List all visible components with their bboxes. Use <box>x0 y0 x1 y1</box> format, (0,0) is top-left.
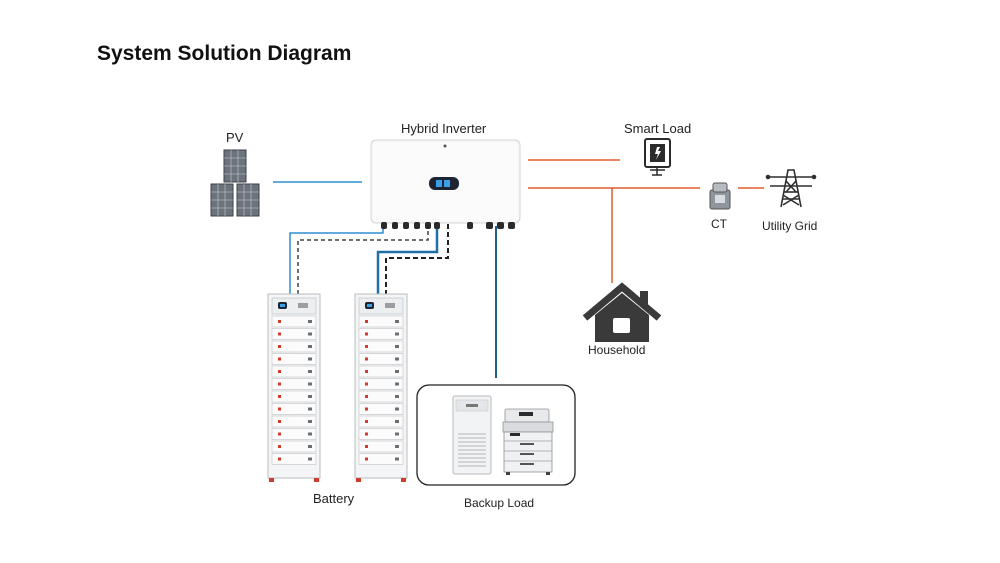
utility-grid-tower-icon <box>765 169 817 208</box>
page-title: System Solution Diagram <box>97 42 352 65</box>
pv-panels-icon <box>210 149 260 217</box>
battery-rack-2-icon <box>354 293 408 482</box>
household-icon <box>582 282 662 342</box>
copier-icon <box>502 408 554 475</box>
air-conditioner-icon <box>452 395 492 475</box>
battery-rack-1-icon <box>267 293 321 482</box>
connection-lines <box>273 159 764 378</box>
hybrid-inverter-icon <box>370 139 521 229</box>
battery-label: Battery <box>313 491 355 506</box>
smart-load-label: Smart Load <box>624 121 692 136</box>
ct-label: CT <box>711 217 727 231</box>
battery1-comm-line <box>297 224 429 294</box>
battery2-comm-line <box>385 224 449 294</box>
battery1-power-line <box>289 224 384 294</box>
smart-load-icon <box>644 138 671 176</box>
pv-label: PV <box>226 130 244 145</box>
backup-load-label: Backup Load <box>464 496 535 510</box>
inverter-label: Hybrid Inverter <box>401 121 487 136</box>
utility-grid-label: Utility Grid <box>762 219 818 233</box>
ct-icon <box>709 182 731 210</box>
battery2-power-line <box>376 224 439 294</box>
household-label: Household <box>588 343 646 357</box>
